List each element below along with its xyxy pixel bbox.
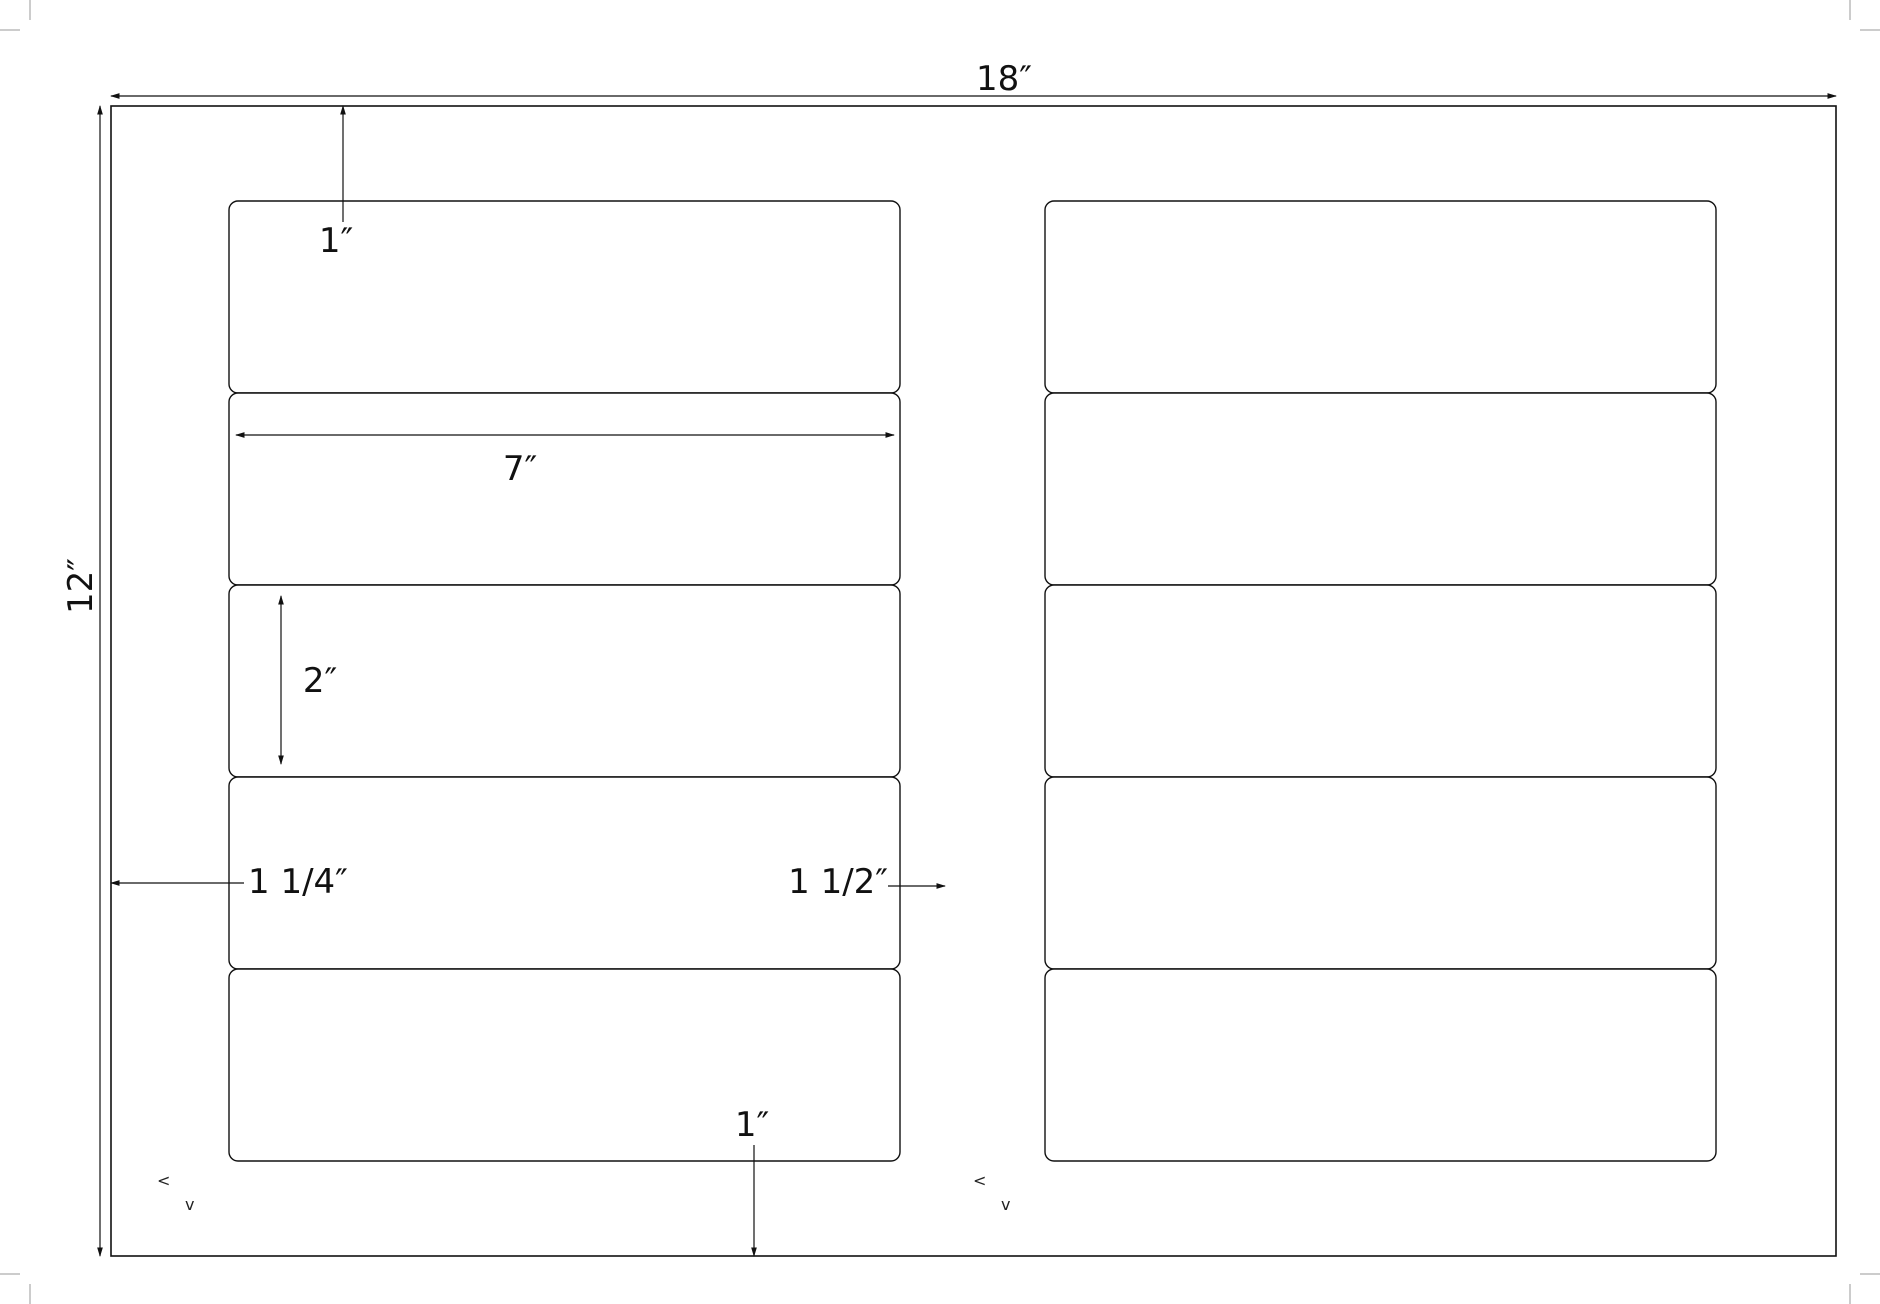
left-column-marker-left: < bbox=[157, 1171, 170, 1190]
bottom-margin-label: 1″ bbox=[735, 1105, 769, 1145]
label-col2-row2 bbox=[1044, 392, 1717, 586]
label-col1-row2 bbox=[228, 392, 901, 586]
label-col2-row3 bbox=[1044, 584, 1717, 778]
label-col2-row1 bbox=[1044, 200, 1717, 394]
top-margin-label: 1″ bbox=[319, 221, 353, 261]
label-width-label: 7″ bbox=[503, 449, 537, 489]
right-column-marker-left: < bbox=[973, 1171, 986, 1190]
label-col2-row5 bbox=[1044, 968, 1717, 1162]
left-column-marker-down: v bbox=[185, 1195, 194, 1214]
left-margin-label: 1 1/4″ bbox=[248, 862, 348, 902]
sheet-width-label: 18″ bbox=[976, 59, 1032, 99]
label-col1-row5 bbox=[228, 968, 901, 1162]
gutter-label: 1 1/2″ bbox=[788, 862, 888, 902]
label-col2-row4 bbox=[1044, 776, 1717, 970]
labels-grid bbox=[228, 200, 1717, 1162]
sheet-height-label: 12″ bbox=[61, 558, 101, 614]
label-height-label: 2″ bbox=[303, 661, 337, 701]
right-column-marker-down: v bbox=[1001, 1195, 1010, 1214]
